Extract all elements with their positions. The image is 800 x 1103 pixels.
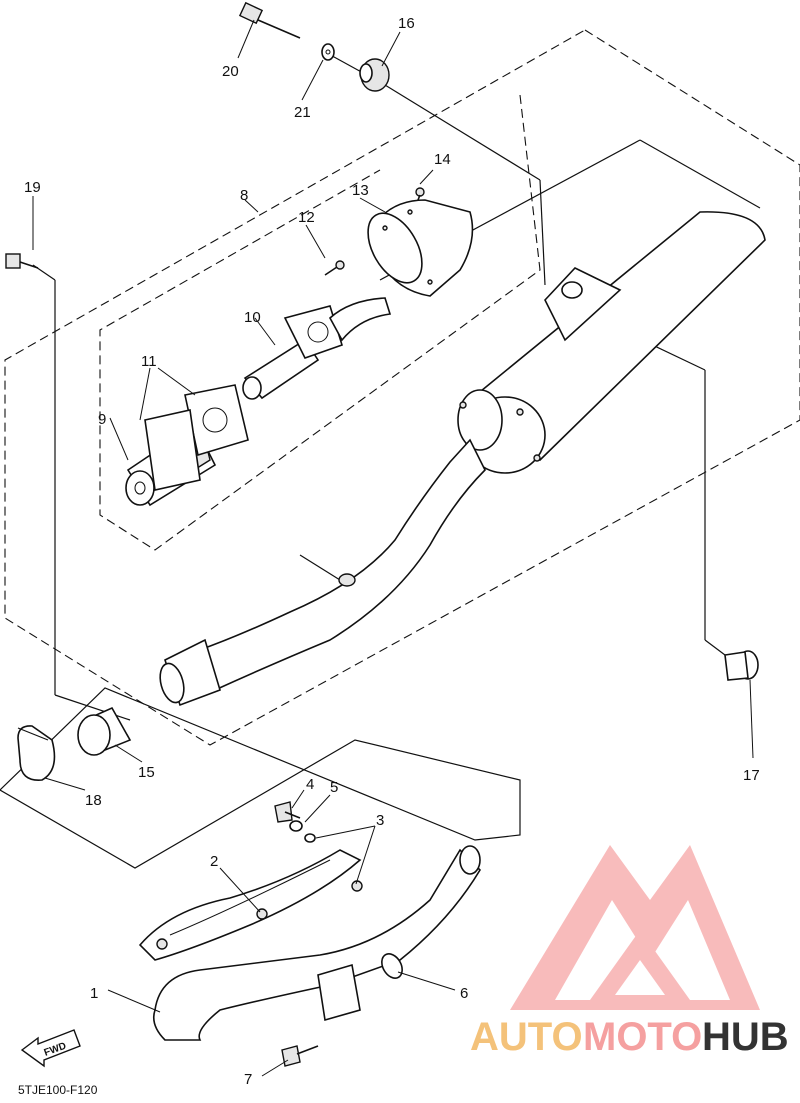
forward-arrow-icon: FWD [20,1029,81,1068]
callout-5: 5 [330,779,338,796]
washer-part-5 [289,820,303,832]
watermark-moto: MOTO [583,1015,702,1059]
watermark-text: AUTO MOTO HUB [470,1015,789,1059]
callout-15: 15 [138,764,155,781]
screw-part-12 [324,260,345,276]
diagram-code: 5TJE100-F120 [18,1083,98,1097]
bolt-part-7 [281,1045,319,1067]
callout-6: 6 [460,985,468,1002]
callout-20: 20 [222,63,239,80]
callout-8: 8 [240,187,248,204]
clamp-part-18 [17,725,56,781]
bolt-part-19 [5,253,39,269]
leader-lines [32,51,761,721]
callout-1: 1 [90,985,98,1002]
callout-9: 9 [98,411,106,428]
exhaust-pipe-part-1 [152,845,482,1041]
gasket-part-11 [144,384,249,491]
watermark-hub: HUB [702,1015,789,1059]
callout-14: 14 [434,151,451,168]
end-cap-part-13 [367,199,474,297]
inner-pipe-part-10 [242,297,392,400]
callout-3: 3 [376,812,384,829]
watermark-auto: AUTO [470,1015,583,1059]
callout-10: 10 [244,309,261,326]
callout-7: 7 [244,1071,252,1088]
callout-12: 12 [298,209,315,226]
sleeve-part-15 [77,706,132,756]
assembly-outline-pipe [0,687,521,869]
washer-part-3 [304,833,316,843]
callout-21: 21 [294,104,311,121]
callout-13: 13 [352,182,369,199]
callout-16: 16 [398,15,415,32]
muffler-body [457,211,766,474]
callout-leaders [32,19,754,1077]
callout-2: 2 [210,853,218,870]
assembly-outline-silencer-insert [99,94,541,551]
callout-18: 18 [85,792,102,809]
bolt-part-4 [274,801,301,823]
watermark-logo [510,845,760,1010]
callout-4: 4 [306,776,314,793]
bolt-part-20 [238,1,301,39]
washer-part-21 [321,43,335,61]
callout-labels: 20 21 16 19 8 12 14 13 10 11 9 15 18 17 … [24,15,760,1088]
callout-11: 11 [141,353,157,370]
gasket-part-6 [381,953,403,979]
callout-17: 17 [743,767,760,784]
bolt-part-17 [724,650,759,681]
callout-19: 19 [24,179,41,196]
mid-pipe [159,438,486,707]
assembly-outline-muffler [4,29,800,746]
damper-part-16 [359,58,390,92]
heat-protector-part-2 [138,849,363,961]
